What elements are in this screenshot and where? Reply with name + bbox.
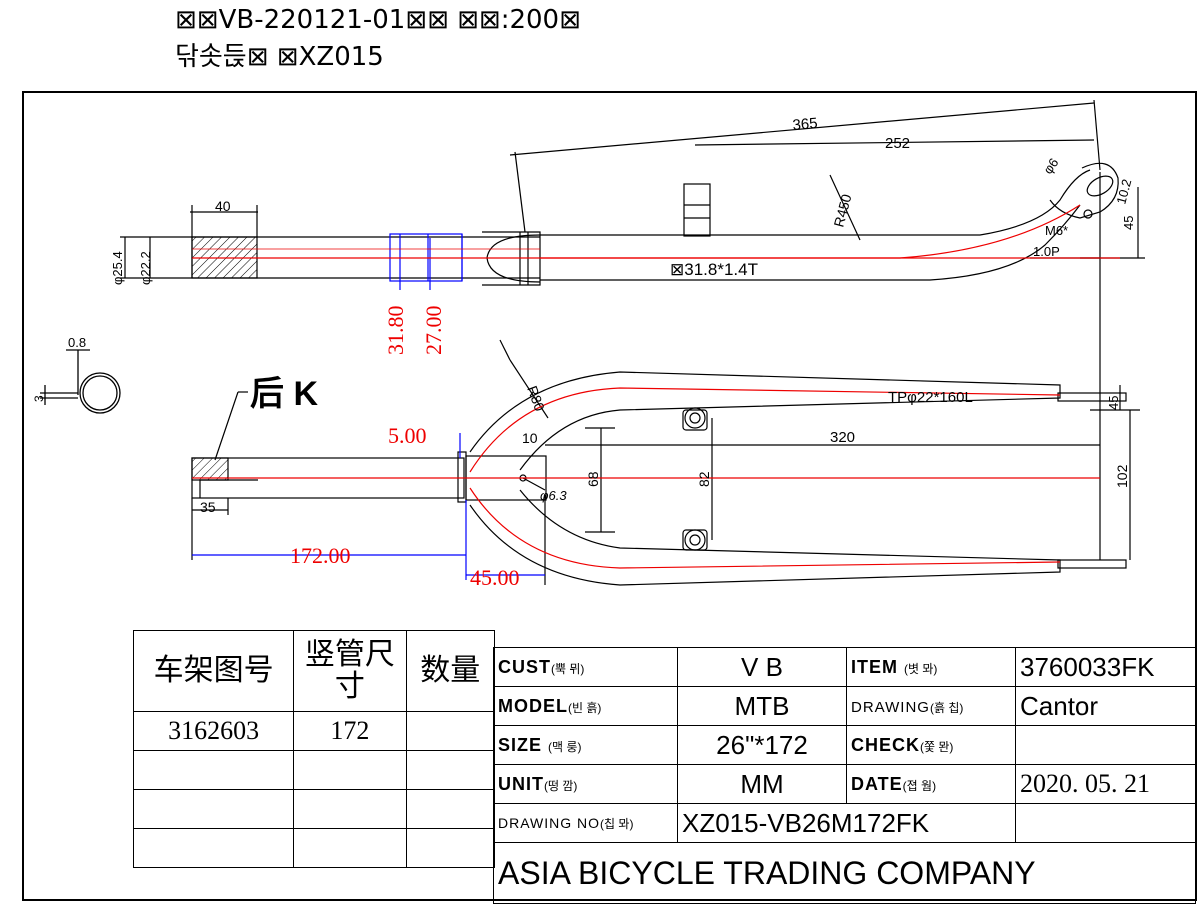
model-label: MODEL(빈 흙)	[493, 686, 678, 726]
bom-cell	[293, 750, 407, 790]
dim-phi22-2: φ22.2	[138, 251, 153, 285]
rear-k-label: 后 K	[250, 375, 318, 413]
model-value: MTB	[677, 686, 847, 726]
dim-phi25-4: φ25.4	[110, 251, 125, 285]
dim-0-8: 0.8	[68, 335, 86, 350]
dim-27-00: 27.00	[421, 306, 446, 356]
dim-45-right: 45	[1106, 396, 1121, 410]
thread-spec: TPφ22*160L	[888, 389, 973, 406]
top-view	[191, 339, 1140, 586]
dim-45-top: 45	[1121, 216, 1136, 230]
bom-cell	[293, 789, 407, 829]
dim-172-00: 172.00	[290, 543, 351, 568]
dim-3: 3	[32, 395, 46, 402]
bom-cell: 172	[293, 711, 407, 751]
dim-35: 35	[200, 499, 216, 515]
side-view	[120, 99, 1145, 560]
tube-spec: ⊠31.8*1.4T	[670, 260, 758, 279]
bom-cell	[405, 828, 496, 868]
cust-value: V B	[677, 647, 847, 687]
bom-table: 车架图号 竖管尺寸 数量 3162603 172	[132, 630, 496, 868]
date-value: 2020. 05. 21	[1015, 764, 1196, 804]
size-value: 26"*172	[677, 725, 847, 765]
dim-68: 68	[585, 471, 601, 487]
drawing-no-label: DRAWING NO(칩 뫄)	[493, 803, 678, 843]
dim-320: 320	[830, 429, 855, 446]
red-centerline-lower	[469, 487, 1061, 569]
unit-value: MM	[677, 764, 847, 804]
title-block: CUST(뿍 뮈) V B ITEM (볏 뫄) 3760033FK MODEL…	[493, 647, 1196, 904]
dim-1-0p: 1.0P	[1033, 244, 1060, 259]
dim-5-00: 5.00	[388, 423, 427, 448]
bom-cell	[405, 789, 496, 829]
header-line-2: 닦솟듡⊠ ⊠XZ015	[175, 42, 384, 72]
dim-40: 40	[215, 198, 231, 214]
drawing-no-empty	[1015, 803, 1196, 843]
dim-m6: M6*	[1045, 223, 1068, 238]
size-label: SIZE (맥 룽)	[493, 725, 678, 765]
dim-10-2: 10.2	[1113, 177, 1134, 205]
bom-header-qty: 数量	[405, 630, 496, 712]
bom-cell	[132, 789, 295, 829]
drawing-value: Cantor	[1015, 686, 1196, 726]
item-value: 3760033FK	[1015, 647, 1196, 687]
bom-header-frame-no: 车架图号	[132, 630, 295, 712]
dim-365: 365	[792, 115, 818, 134]
bom-cell	[293, 828, 407, 868]
dim-31-80: 31.80	[383, 306, 408, 356]
red-centerline-upper	[469, 387, 1061, 473]
dim-r80: R80	[524, 384, 548, 414]
check-label: CHECK(쫓 뫈)	[846, 725, 1016, 765]
dim-252: 252	[885, 135, 910, 152]
dim-10: 10	[522, 430, 538, 446]
cust-label: CUST(뿍 뮈)	[493, 647, 678, 687]
hatch-steerer-bottom	[191, 457, 229, 481]
item-label: ITEM (볏 뫄)	[846, 647, 1016, 687]
check-value	[1015, 725, 1196, 765]
company-name: ASIA BICYCLE TRADING COMPANY	[493, 842, 1196, 904]
bom-cell: 3162603	[132, 711, 295, 751]
drawing-label: DRAWING(흙 칩)	[846, 686, 1016, 726]
unit-label: UNIT(떵 깜)	[493, 764, 678, 804]
bom-header-stem-size: 竖管尺寸	[293, 630, 407, 712]
dim-phi6-3: φ6.3	[540, 488, 567, 503]
dim-102: 102	[1114, 464, 1130, 488]
dim-r450: R450	[830, 192, 854, 229]
bom-header-stem-size-line2: 寸	[334, 670, 365, 703]
tube-section	[40, 349, 121, 414]
date-label: DATE(졉 웜)	[846, 764, 1016, 804]
bom-header-stem-size-line1: 竖管尺	[304, 638, 395, 671]
dim-45-00: 45.00	[470, 565, 520, 590]
dim-phi6: φ6	[1040, 155, 1061, 176]
bom-cell	[405, 750, 496, 790]
bom-cell	[132, 750, 295, 790]
bom-cell	[132, 828, 295, 868]
header-line-1: ⊠⊠VB-220121-01⊠⊠ ⊠⊠:200⊠	[175, 5, 581, 35]
bom-cell	[405, 711, 496, 751]
dim-82: 82	[696, 471, 712, 487]
drawing-no-value: XZ015-VB26M172FK	[677, 803, 1016, 843]
